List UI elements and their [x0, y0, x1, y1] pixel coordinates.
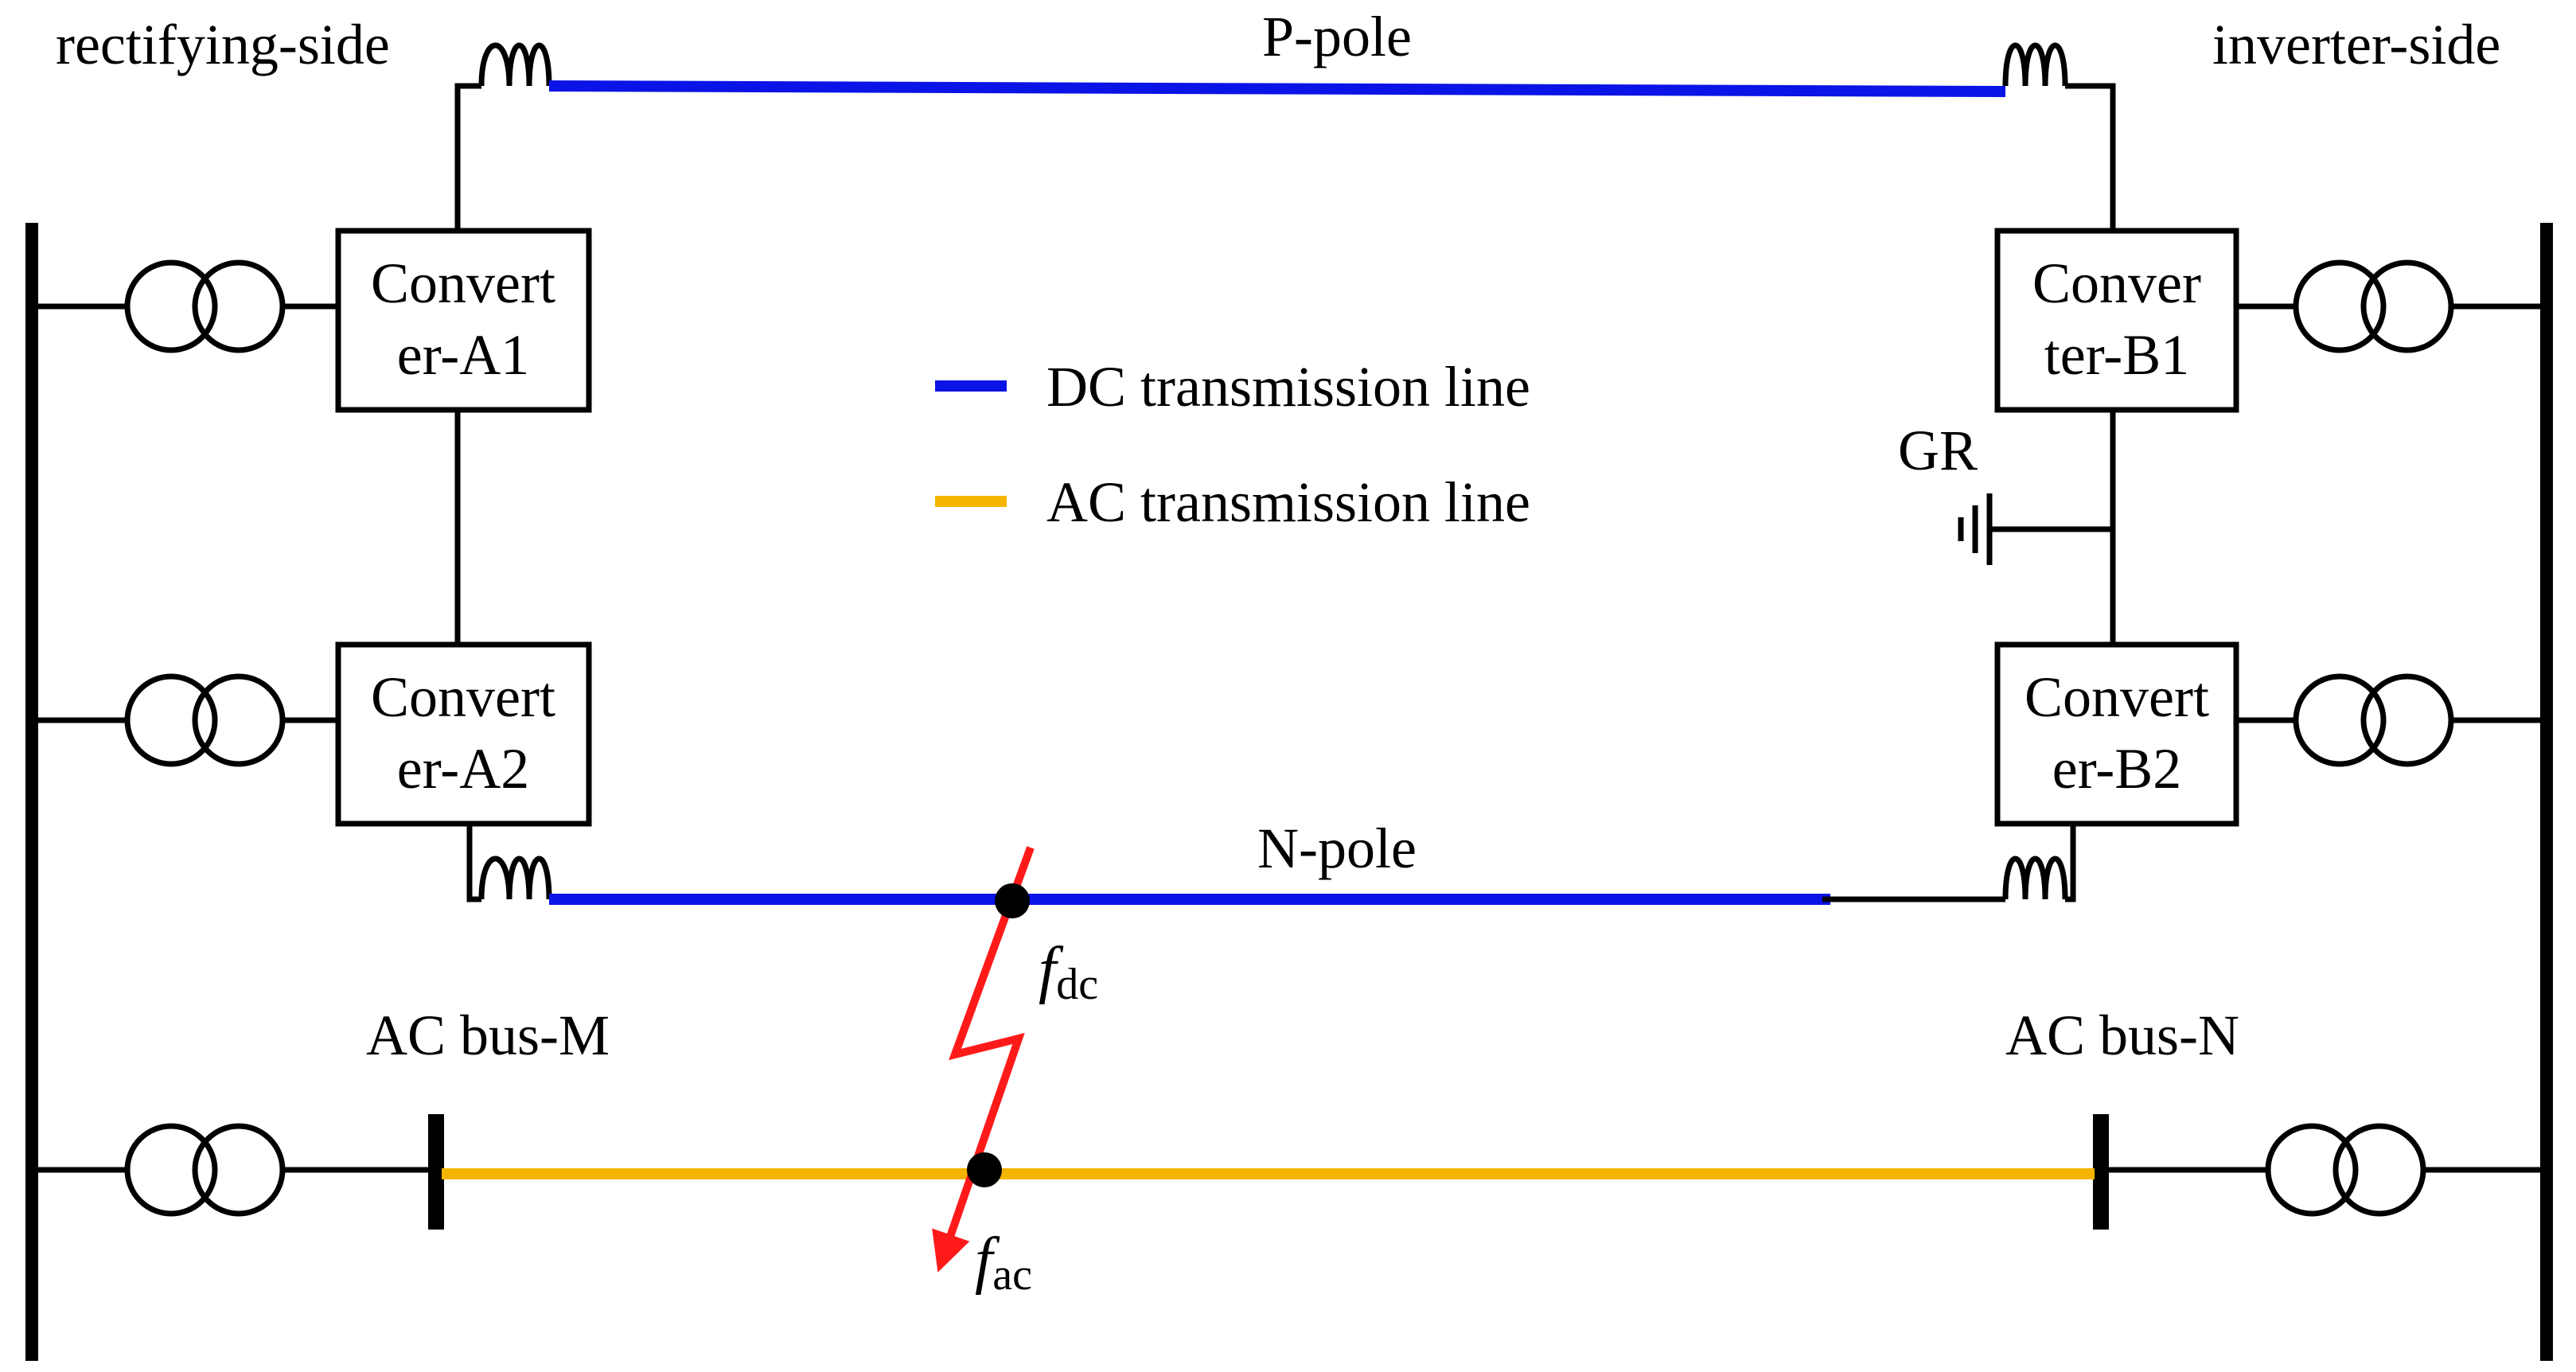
converter-a2-label-1: Convert: [371, 665, 555, 729]
dc-line-p-pole: [548, 80, 2006, 97]
fault-point-ac: [967, 1152, 1002, 1187]
converter-a1-label-1: Convert: [371, 251, 555, 315]
transformer-right-3: [2101, 1123, 2547, 1217]
fault-lightning-bolt: [932, 846, 1035, 1273]
converter-b2-label-1: Convert: [2025, 665, 2209, 729]
fault-dc-label: fdc: [1039, 935, 1098, 1009]
fault-ac-label: fac: [975, 1226, 1032, 1300]
p-pole-label: P-pole: [1262, 5, 1412, 68]
ac-bus-n-label: AC bus-N: [2005, 1004, 2239, 1067]
converter-b1-label-1: Conver: [2032, 251, 2201, 315]
n-pole-label: N-pole: [1257, 817, 1417, 880]
converter-b2-label-2: er-B2: [2052, 737, 2182, 801]
legend-dc-label: DC transmission line: [1046, 355, 1530, 419]
transformer-left-1: [32, 259, 338, 353]
inverter-side-label: inverter-side: [2212, 13, 2500, 76]
gr-label: GR: [1898, 419, 1978, 482]
transformer-left-3: [32, 1123, 434, 1217]
fault-point-dc: [995, 883, 1030, 918]
legend-ac-label: AC transmission line: [1046, 470, 1530, 534]
inductor-icon-p-left: [478, 42, 552, 87]
transformer-right-1: [2236, 259, 2547, 353]
left-converter-wiring: [454, 83, 481, 902]
converter-b1-box: [1994, 228, 2239, 413]
transformer-left-2: [32, 673, 338, 767]
ac-bus-m-label: AC bus-M: [366, 1004, 610, 1067]
legend: DC transmission line AC transmission lin…: [935, 355, 1530, 534]
ground-icon: [1958, 493, 1993, 565]
converter-a1-label-2: er-A1: [397, 323, 529, 387]
converter-a1-box: [335, 228, 592, 413]
transformer-right-2: [2236, 673, 2547, 767]
inductor-icon-n-right: [2002, 856, 2068, 900]
converter-a2-box: [335, 641, 592, 827]
converter-b2-box: [1994, 641, 2239, 827]
converter-b1-label-2: ter-B1: [2044, 323, 2190, 387]
converter-a2-label-2: er-A2: [397, 737, 529, 801]
inductor-icon-n-left: [478, 856, 552, 900]
inductor-icon-p-right: [2002, 42, 2068, 87]
rectifying-side-label: rectifying-side: [56, 13, 390, 76]
